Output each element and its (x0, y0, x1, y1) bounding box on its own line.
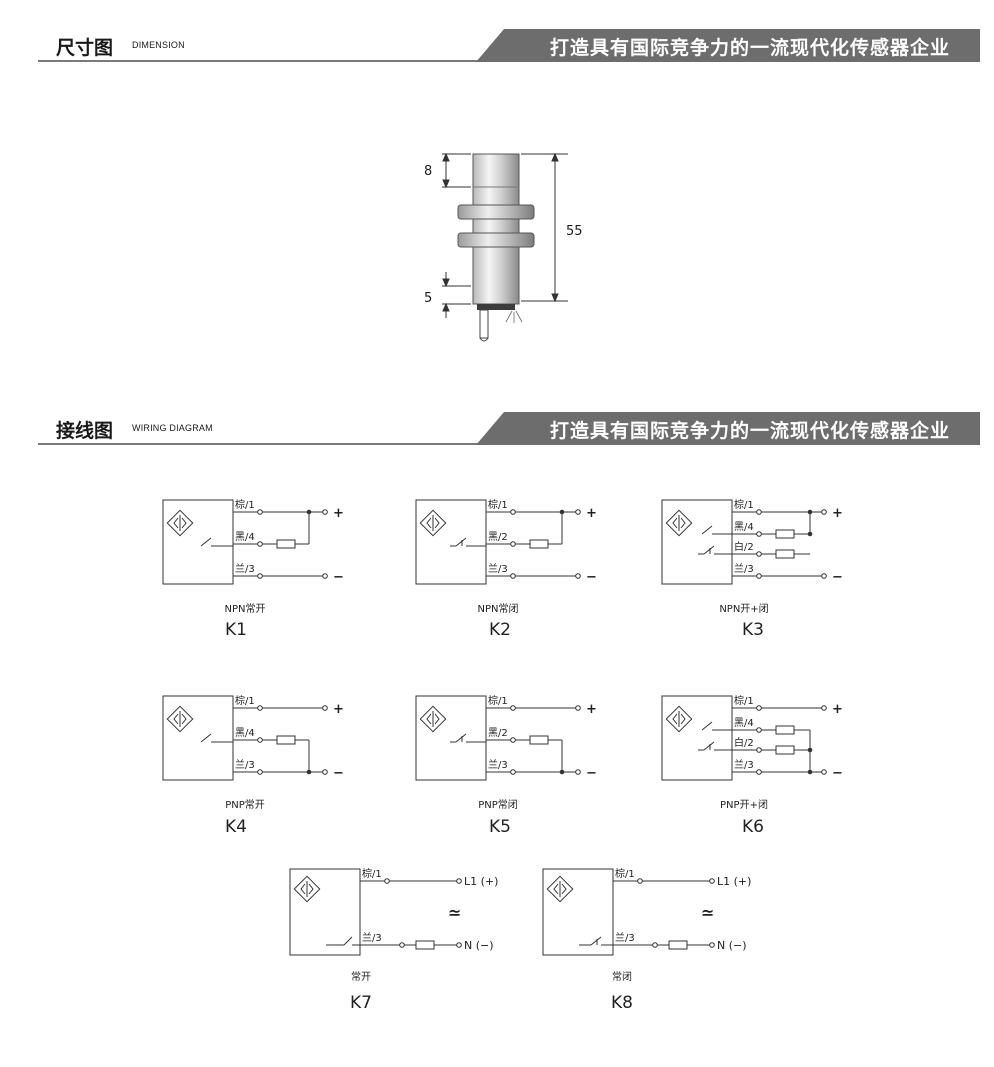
wire-label: 黑/4 (734, 717, 754, 729)
wire-label: 棕/1 (734, 694, 754, 707)
wire-label: 棕/1 (615, 867, 635, 880)
wire-label: 白/2 (734, 736, 754, 749)
wire-label: 白/2 (734, 540, 754, 553)
wire-label: 棕/1 (362, 867, 382, 880)
l1-terminal-label: L1 (+) (464, 875, 498, 888)
diagram-name: K6 (742, 817, 764, 837)
plus-terminal-label: + (832, 702, 843, 717)
wire-label: 黑/4 (235, 531, 255, 543)
wire-label: 棕/1 (235, 498, 255, 511)
wiring-header: 接线图 WIRING DIAGRAM 打造具有国际竞争力的一流现代化传感器企业 (38, 412, 980, 446)
diagram-caption: PNP常开 (225, 798, 265, 811)
wire-label: 棕/1 (488, 694, 508, 707)
diagram-name: K7 (350, 993, 372, 1013)
minus-terminal-label: − (832, 570, 843, 585)
minus-terminal-label: − (333, 570, 344, 585)
header-divider (38, 60, 498, 62)
dim-bottom-label: 5 (424, 291, 432, 306)
wire-label: 兰/3 (734, 758, 754, 771)
plus-terminal-label: + (333, 506, 344, 521)
diagram-k1 (162, 499, 328, 585)
plus-terminal-label: + (832, 506, 843, 521)
wire-label: 黑/4 (734, 521, 754, 533)
diagram-name: K1 (225, 620, 247, 640)
wire-label: 棕/1 (734, 498, 754, 511)
diagram-caption: NPN常开 (225, 602, 266, 615)
plus-terminal-label: + (586, 506, 597, 521)
diagram-name: K3 (742, 620, 764, 640)
l1-terminal-label: L1 (+) (717, 875, 751, 888)
wire-label: 棕/1 (488, 498, 508, 511)
minus-terminal-label: − (832, 766, 843, 781)
sensor-body (457, 153, 535, 342)
wiring-subtitle: WIRING DIAGRAM (132, 423, 213, 433)
diagram-name: K8 (611, 993, 633, 1013)
dimension-header: 尺寸图 DIMENSION 打造具有国际竞争力的一流现代化传感器企业 (38, 29, 980, 63)
diagram-caption: 常开 (351, 970, 371, 983)
diagram-k8 (542, 868, 715, 956)
wiring-title: 接线图 (56, 420, 114, 442)
diagram-name: K2 (489, 620, 511, 640)
dimension-title: 尺寸图 (56, 37, 114, 59)
wire-label: 黑/4 (235, 727, 255, 739)
diagram-caption: NPN常闭 (478, 602, 519, 615)
wire-label: 黑/2 (488, 531, 508, 543)
slogan-banner: 打造具有国际竞争力的一流现代化传感器企业 (476, 29, 980, 62)
n-terminal-label: N (−) (464, 939, 494, 952)
wire-label: 兰/3 (235, 758, 255, 771)
wire-label: 兰/3 (734, 562, 754, 575)
ac-symbol-icon: ≃ (448, 903, 461, 922)
diagram-name: K5 (489, 817, 511, 837)
slogan-banner: 打造具有国际竞争力的一流现代化传感器企业 (476, 412, 980, 445)
wire-label: 兰/3 (488, 758, 508, 771)
ac-symbol-icon: ≃ (701, 903, 714, 922)
diagram-name: K4 (225, 817, 247, 837)
diagram-k2 (415, 499, 581, 585)
dimension-subtitle: DIMENSION (132, 40, 185, 50)
diagram-k5 (415, 695, 581, 781)
minus-terminal-label: − (333, 766, 344, 781)
dimension-drawing: 8 55 5 (424, 152, 583, 342)
minus-terminal-label: − (586, 766, 597, 781)
n-terminal-label: N (−) (717, 939, 747, 952)
plus-terminal-label: + (586, 702, 597, 717)
diagram-k7 (289, 868, 462, 956)
header-divider (38, 443, 498, 445)
diagram-caption: PNP常闭 (478, 798, 518, 811)
led-indicator-icon (505, 310, 523, 323)
minus-terminal-label: − (586, 570, 597, 585)
diagram-caption: 常闭 (612, 970, 632, 983)
diagram-caption: NPN开+闭 (719, 602, 768, 615)
slogan-text: 打造具有国际竞争力的一流现代化传感器企业 (549, 420, 950, 442)
wire-label: 兰/3 (362, 931, 382, 944)
wire-label: 棕/1 (235, 694, 255, 707)
wire-label: 兰/3 (235, 562, 255, 575)
plus-terminal-label: + (333, 702, 344, 717)
diagram-k3 (661, 499, 827, 585)
wire-label: 兰/3 (615, 931, 635, 944)
wire-label: 黑/2 (488, 727, 508, 739)
diagram-caption: PNP开+闭 (720, 798, 768, 811)
diagram-k6 (661, 695, 827, 781)
dim-top-label: 8 (424, 164, 432, 179)
dim-length-label: 55 (566, 224, 583, 239)
wire-label: 兰/3 (488, 562, 508, 575)
diagram-k4 (162, 695, 328, 781)
slogan-text: 打造具有国际竞争力的一流现代化传感器企业 (549, 37, 950, 59)
